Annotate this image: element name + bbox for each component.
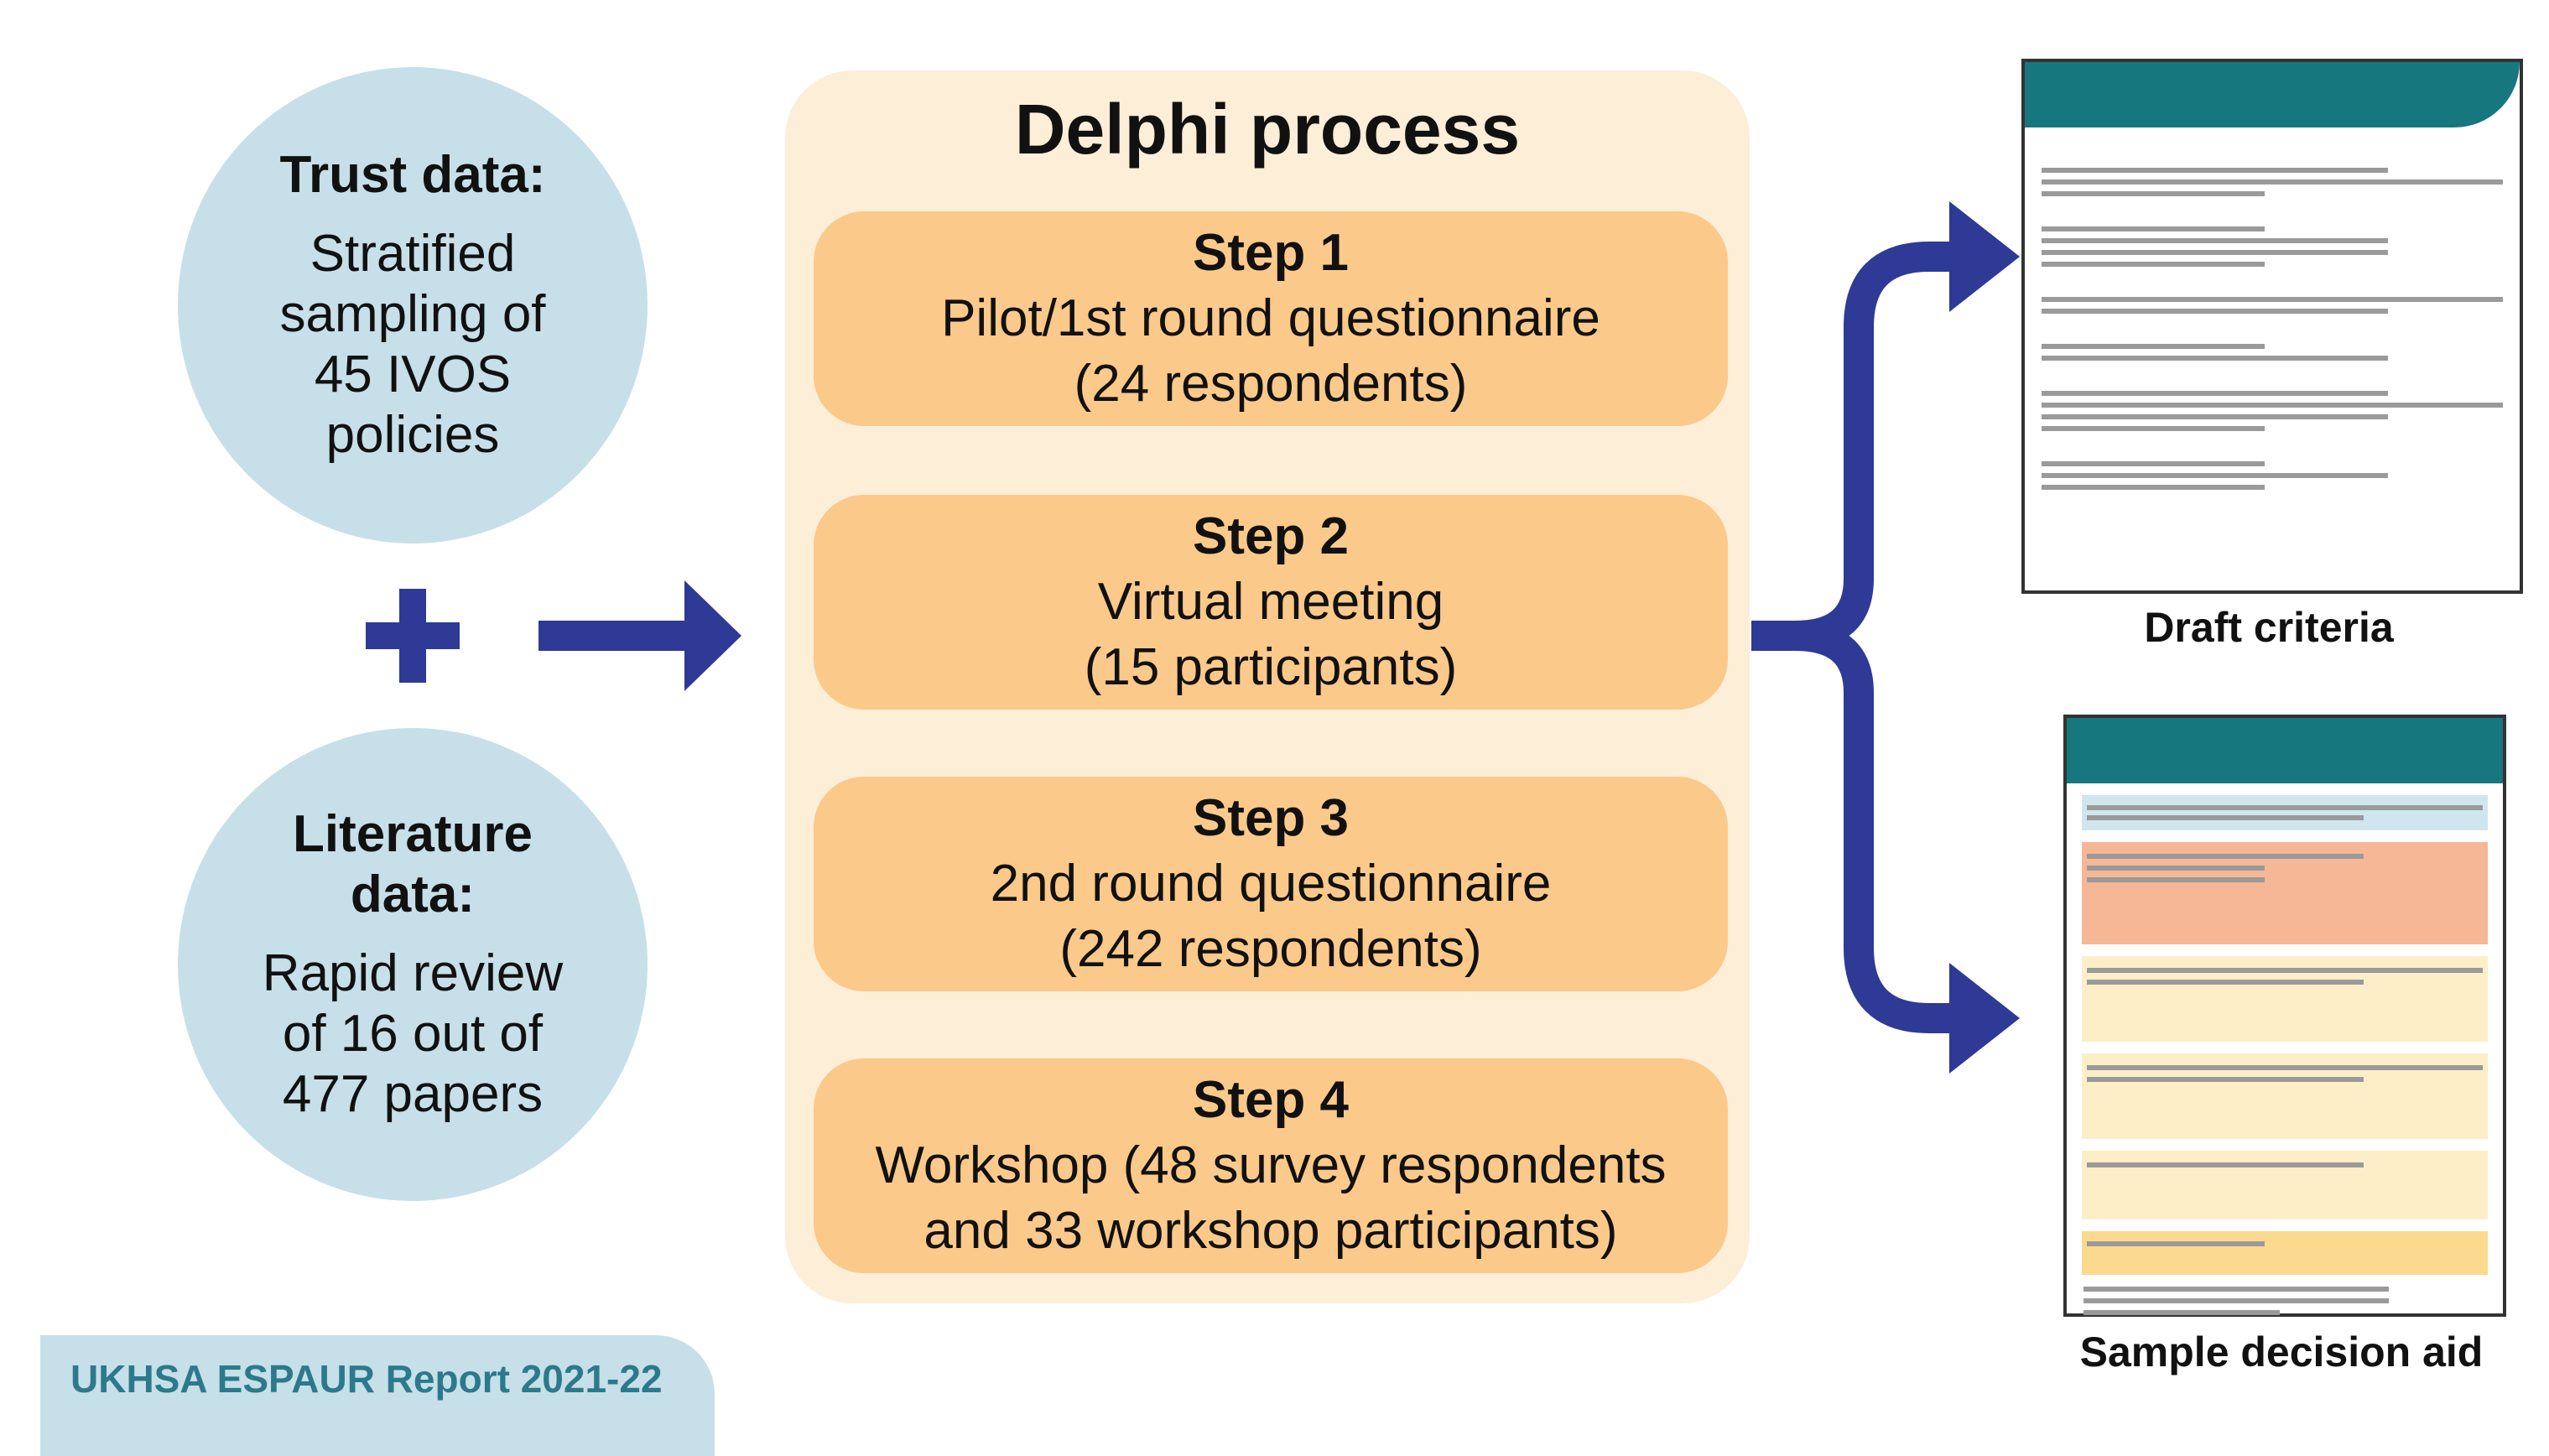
literature-body-line: 477 papers (282, 1065, 544, 1123)
literature-data-circle: Literature data: Rapid review of 16 out … (178, 728, 648, 1201)
document-text-line (2042, 461, 2265, 466)
document-text-line (2042, 168, 2388, 173)
document-text-line (2042, 344, 2265, 349)
document-text-line (2042, 191, 2265, 196)
document-text-line (2087, 980, 2364, 985)
draft-criteria-caption: Draft criteria (2144, 604, 2394, 651)
document-text-line (2042, 356, 2388, 361)
step-desc-line: Workshop (48 survey respondents (875, 1136, 1667, 1194)
delphi-process-title: Delphi process (1014, 90, 1521, 169)
footer-tab (40, 1335, 715, 1456)
literature-body-line: of 16 out of (282, 1005, 544, 1063)
document-text-line (2042, 473, 2388, 478)
brace-connector (1751, 242, 1954, 1033)
document-info-band (2082, 795, 2488, 830)
step-desc-line: (15 participants) (1084, 638, 1458, 696)
trust-data-circle: Trust data: Stratified sampling of 45 IV… (178, 67, 648, 543)
sample-decision-aid-document-thumbnail (2063, 715, 2506, 1317)
trust-body-line: Stratified (310, 225, 516, 283)
document-checklist-band (2082, 1151, 2488, 1219)
document-text-line (2083, 1310, 2280, 1315)
document-checklist-band (2082, 1053, 2488, 1139)
document-outcome-band (2082, 1231, 2488, 1275)
document-text-line (2087, 1241, 2265, 1246)
document-text-line (2042, 426, 2265, 431)
document-text-line (2042, 414, 2388, 419)
document-header-band (2025, 62, 2520, 127)
step-title: Step 4 (1192, 1071, 1350, 1129)
step-desc-line: Pilot/1st round questionnaire (941, 289, 1600, 347)
step-desc-line: (24 respondents) (1074, 355, 1468, 413)
step-desc-line: Virtual meeting (1097, 573, 1444, 631)
arrowhead-icon (1949, 201, 2020, 1074)
literature-title-line: data: (350, 866, 476, 923)
document-text-line (2087, 877, 2265, 882)
plus-icon (366, 589, 460, 683)
document-criteria-band (2082, 842, 2488, 944)
trust-body-line: 45 IVOS (314, 346, 512, 403)
step-desc-line: and 33 workshop participants) (923, 1202, 1618, 1260)
document-text-line (2083, 1287, 2389, 1292)
document-text-line (2083, 1298, 2389, 1303)
document-text-line (2042, 309, 2388, 314)
sample-decision-aid-caption: Sample decision aid (2079, 1329, 2484, 1375)
literature-body-line: Rapid review (262, 944, 564, 1002)
document-text-line (2087, 1077, 2364, 1082)
document-text-line (2087, 854, 2364, 859)
document-text-line (2087, 805, 2483, 810)
step-title: Step 3 (1192, 789, 1350, 847)
document-checklist-band (2082, 956, 2488, 1042)
document-text-line (2042, 391, 2388, 396)
trust-body-line: sampling of (279, 285, 546, 343)
document-text-line (2087, 866, 2265, 871)
document-text-line (2087, 815, 2364, 820)
footer-source-label: UKHSA ESPAUR Report 2021-22 (70, 1357, 663, 1401)
document-text-line (2042, 403, 2503, 408)
document-text-line (2042, 262, 2265, 267)
document-text-line (2087, 1065, 2483, 1070)
draft-criteria-document-thumbnail (2021, 59, 2523, 594)
step-desc-line: (242 respondents) (1059, 920, 1482, 978)
document-text-line (2042, 297, 2503, 302)
document-text-line (2087, 968, 2483, 973)
step-desc-line: 2nd round questionnaire (990, 855, 1552, 913)
step-3-box: Step 3 2nd round questionnaire (242 resp… (814, 777, 1728, 991)
step-title: Step 2 (1192, 507, 1350, 565)
document-text-line (2087, 1162, 2364, 1167)
document-text-line (2042, 250, 2388, 255)
step-title: Step 1 (1192, 224, 1350, 282)
document-text-line (2042, 238, 2388, 243)
step-1-box: Step 1 Pilot/1st round questionnaire (24… (814, 211, 1728, 426)
document-text-line (2042, 226, 2265, 231)
document-header-band (2067, 718, 2503, 783)
right-arrow-icon (538, 580, 741, 691)
literature-data-body: Rapid review of 16 out of 477 papers (263, 944, 563, 1125)
document-text-line (2042, 179, 2503, 185)
step-2-box: Step 2 Virtual meeting (15 participants) (814, 495, 1728, 710)
trust-data-body: Stratified sampling of 45 IVOS policies (279, 224, 545, 465)
literature-title-line: Literature (293, 805, 533, 863)
step-4-box: Step 4 Workshop (48 survey respondents a… (814, 1058, 1728, 1273)
trust-data-title: Trust data: (279, 146, 546, 204)
document-text-line (2042, 485, 2265, 490)
literature-data-title: Literature data: (293, 804, 533, 925)
trust-body-line: policies (325, 406, 500, 464)
